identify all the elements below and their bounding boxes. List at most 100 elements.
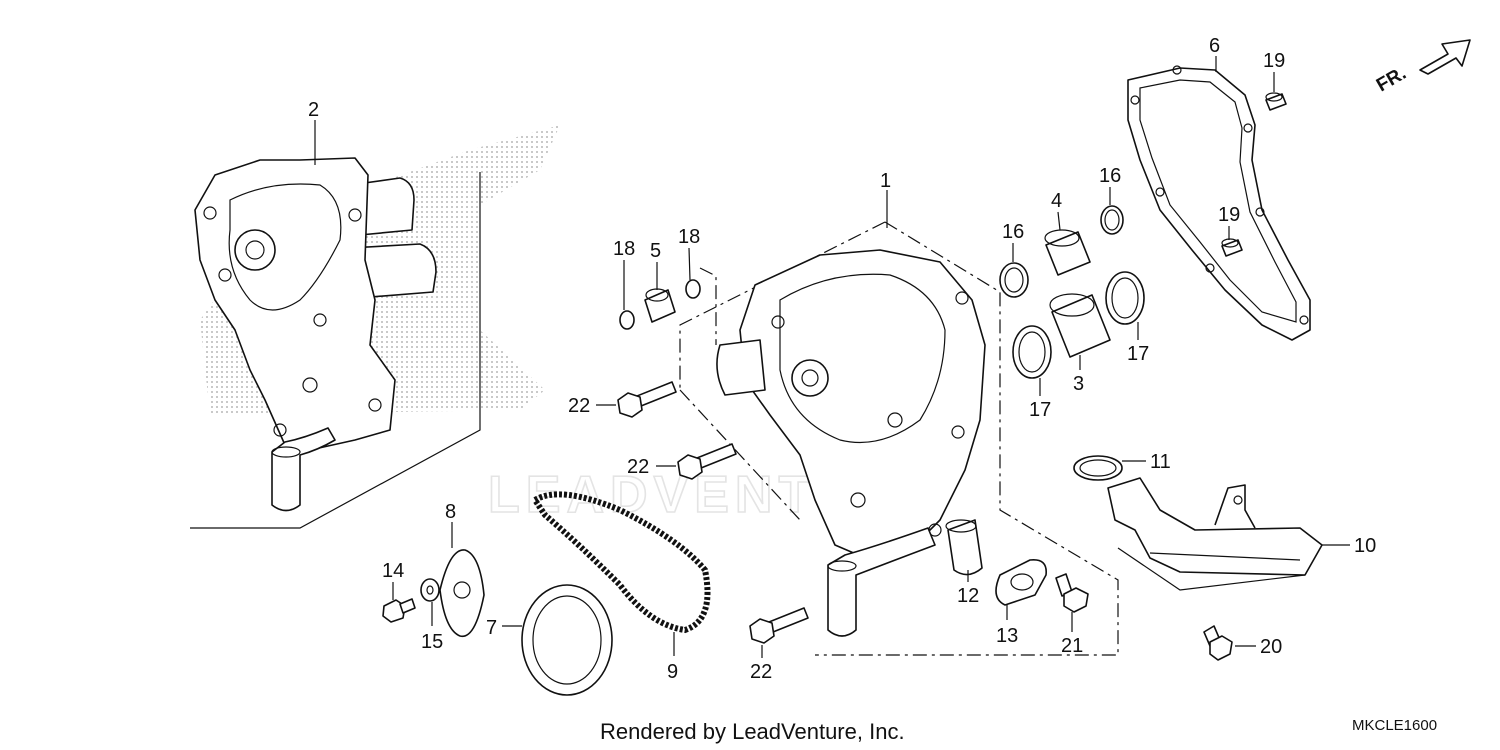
mount-hole (771, 315, 785, 329)
callout-18b: 18 (678, 226, 700, 248)
drive-cover-7 (521, 584, 613, 696)
mount-hole (203, 206, 217, 220)
bolt-21-head (1063, 587, 1089, 613)
callout-5: 5 (650, 240, 661, 262)
callout-22c: 22 (750, 661, 772, 683)
collar-3 (1051, 294, 1111, 358)
gasket-hole (1255, 207, 1265, 217)
callout-19b: 19 (1218, 204, 1240, 226)
drive-chain-9 (530, 491, 711, 634)
gasket-13-hole (1010, 573, 1034, 591)
flange-bolt-middle (677, 443, 737, 480)
bolt-20-head (1209, 635, 1233, 661)
bolt-14-head (382, 599, 406, 623)
mount-hole (951, 425, 965, 439)
mount-hole (368, 398, 382, 412)
diagram-code: MKCLE1600 (1352, 717, 1437, 734)
flange-bolt-lower (749, 607, 809, 644)
callout-10: 10 (1354, 535, 1376, 557)
pump-body-detail (228, 183, 342, 311)
callout-22a: 22 (568, 395, 590, 417)
guide-frame-18 (699, 267, 717, 345)
gasket-hole (1299, 315, 1309, 325)
leader-18b (688, 247, 691, 281)
callout-17a: 17 (1029, 399, 1051, 421)
washer-15 (420, 578, 440, 602)
dowel-pin-19-upper (1265, 93, 1287, 111)
o-ring-16-left-inner (1004, 267, 1024, 293)
assembly-frame-right (815, 221, 1119, 656)
gasket-hole (1130, 95, 1140, 105)
gasket-hole (1205, 263, 1215, 273)
pickup-pipe-end (271, 446, 301, 458)
strainer-bracket-hole (1233, 495, 1243, 505)
pump-shaft (245, 240, 265, 260)
mount-hole (348, 208, 362, 222)
callout-9: 9 (667, 661, 678, 683)
callout-1: 1 (880, 170, 891, 192)
cover-gasket (1127, 67, 1311, 341)
bolt-head (677, 454, 703, 480)
collar-5 (644, 289, 676, 323)
o-ring-18-left (619, 310, 635, 330)
callout-4: 4 (1051, 190, 1062, 212)
mount-hole (850, 492, 866, 508)
dowel-pin-19-lower (1221, 239, 1243, 257)
mount-hole (218, 268, 232, 282)
mount-hole (887, 412, 903, 428)
callout-18a: 18 (613, 238, 635, 260)
callout-3: 3 (1073, 373, 1084, 395)
front-direction-label: FR. (1373, 63, 1410, 96)
drive-cover-7-inner (532, 595, 602, 685)
callout-17b: 17 (1127, 343, 1149, 365)
reference-frame (190, 172, 481, 529)
assembly-frame-diag (679, 389, 801, 521)
oil-strainer (1107, 477, 1323, 576)
callout-21: 21 (1061, 635, 1083, 657)
sprocket-hub (453, 581, 471, 599)
assembly-frame-left (679, 221, 886, 390)
callout-20: 20 (1260, 636, 1282, 658)
mount-hole (273, 423, 287, 437)
gasket-13 (995, 558, 1047, 606)
bolt-14-shank (399, 598, 416, 614)
callout-12: 12 (957, 585, 979, 607)
pump-inlet-boss (716, 339, 766, 396)
mount-hole (302, 377, 318, 393)
callout-13: 13 (996, 625, 1018, 647)
cap-12 (947, 519, 983, 576)
o-ring-17-right-inner (1111, 277, 1139, 319)
cap-12-end (945, 519, 977, 533)
strainer-edge (1149, 552, 1301, 561)
pump-pickup-pipe (827, 527, 936, 637)
pump-pipe-end (827, 560, 857, 572)
flange-bolt-upper (617, 381, 677, 418)
collar-3-end (1049, 293, 1095, 317)
leader-4 (1057, 211, 1061, 231)
dowel-pin-end (1265, 92, 1283, 102)
strainer-guide (1117, 547, 1306, 591)
callout-22b: 22 (627, 456, 649, 478)
mount-hole (313, 313, 327, 327)
pump-drive-boss (791, 359, 829, 397)
pump-body-rib (779, 273, 946, 443)
pump-drive-shaft (801, 369, 819, 387)
oil-pickup-pipe (271, 427, 336, 512)
callout-2: 2 (308, 99, 319, 121)
strainer-bracket (1214, 484, 1256, 529)
callout-leaders (314, 56, 1350, 658)
drive-sprocket-8 (439, 549, 485, 638)
pump-body-outline (194, 157, 396, 451)
cover-gasket-inner (1139, 79, 1297, 323)
callout-6: 6 (1209, 35, 1220, 57)
mount-hole (955, 291, 969, 305)
front-arrow-icon (1419, 39, 1471, 75)
callout-11: 11 (1150, 451, 1171, 473)
callout-labels: 1 2 3 4 5 6 7 8 9 10 11 12 13 14 15 16 1… (308, 35, 1376, 683)
callout-8: 8 (445, 501, 456, 523)
callout-7: 7 (486, 617, 497, 639)
bolt-head (617, 392, 643, 418)
o-ring-18-right (685, 279, 701, 299)
gasket-hole (1155, 187, 1165, 197)
